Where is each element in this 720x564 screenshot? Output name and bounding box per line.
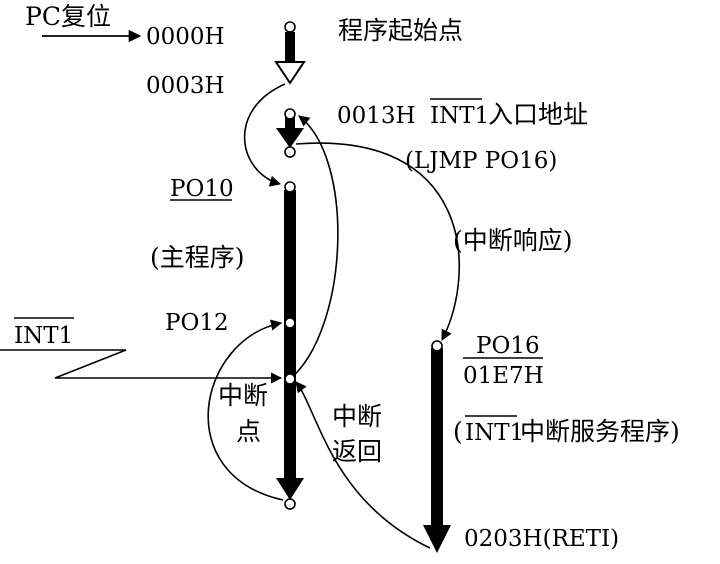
curve-ljmp-to-po16 [295, 142, 461, 341]
address-0000h: 0000H [146, 24, 225, 50]
return-label-line1: 中断 [332, 402, 382, 431]
pc-reset-label: PC复位 [25, 2, 111, 31]
program-start-label: 程序起始点 [338, 16, 463, 45]
address-0013h: 0013H [337, 103, 416, 129]
service-routine-arrow [423, 525, 451, 553]
breakpoint-label-line2: 点 [236, 417, 261, 446]
node-po12 [284, 317, 296, 329]
curve-breakpoint-to-vector [289, 115, 339, 380]
node-0013h [284, 108, 296, 120]
address-01e7h: 01E7H [463, 363, 544, 389]
reset-hollow-arrow [274, 61, 306, 85]
curve-0003-to-po10 [243, 83, 286, 187]
po12-label: PO12 [165, 310, 229, 336]
main-program-label: (主程序) [150, 243, 245, 272]
node-after-vector [284, 146, 296, 158]
int1-signal-zigzag [0, 349, 283, 384]
curve-bottom-to-po12 [207, 319, 284, 501]
ljmp-label: (LJMP PO16) [405, 148, 557, 174]
node-0000h [284, 21, 296, 33]
return-label-line2: 返回 [332, 437, 382, 466]
reti-label: 0203H(RETI) [464, 526, 619, 552]
node-po16 [431, 340, 443, 352]
entry-address-label: 入口地址 [488, 100, 588, 129]
service-int1-name: INT1 [465, 420, 524, 446]
service-routine-open-paren: ( [453, 417, 463, 446]
vector-arrow [276, 128, 304, 148]
node-main-end [284, 498, 296, 510]
service-routine-label: 中断服务程序) [520, 417, 680, 446]
address-0003h: 0003H [146, 73, 225, 99]
node-breakpoint [284, 373, 296, 385]
interrupt-response-label: (中断响应) [453, 226, 573, 255]
po16-label: PO16 [476, 333, 540, 359]
node-po10 [284, 181, 296, 193]
int1-signal-label: INT1 [14, 323, 73, 349]
breakpoint-label-line1: 中断 [218, 381, 268, 410]
curve-reti-to-breakpoint [295, 381, 431, 549]
main-program-arrow [276, 478, 304, 500]
int1-vector-name: INT1 [430, 103, 489, 129]
po10-label: PO10 [170, 176, 234, 202]
